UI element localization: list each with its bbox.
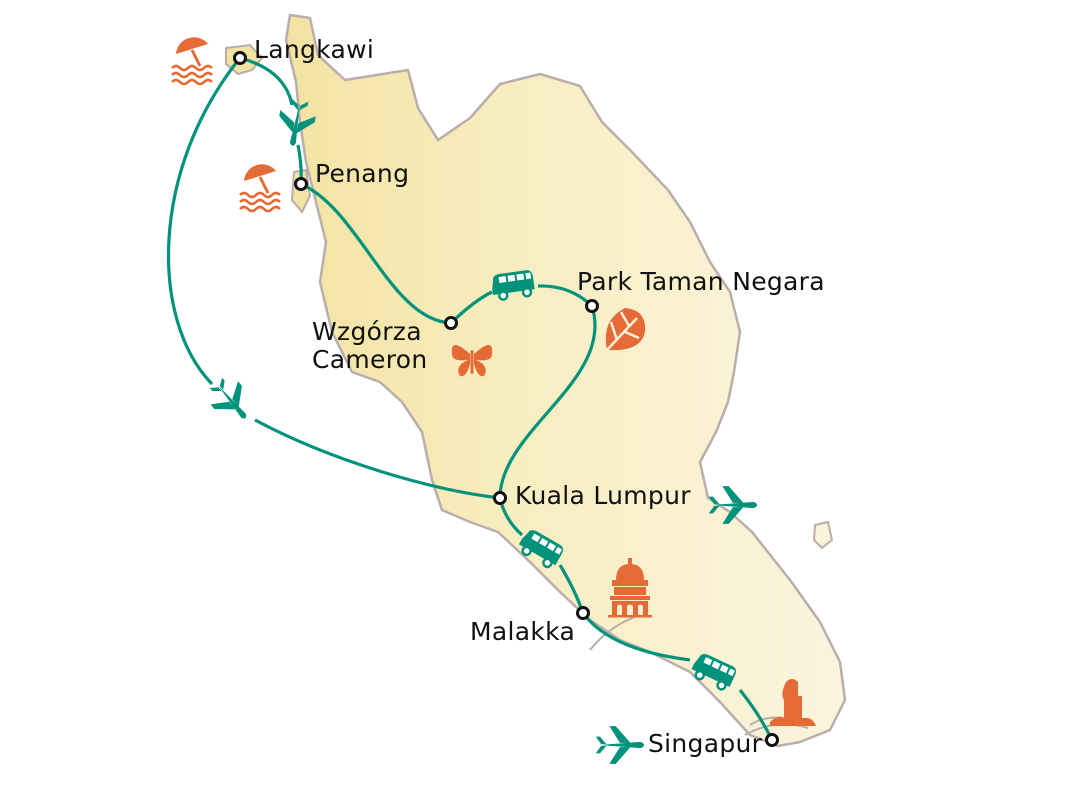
label-kuala-lumpur: Kuala Lumpur: [515, 481, 691, 510]
label-singapur: Singapur: [648, 729, 763, 758]
route-taman-negara-kuala-lumpur: [498, 305, 597, 499]
church-icon: [608, 558, 652, 618]
label-malakka: Malakka: [470, 617, 576, 646]
label-cameron-line2: Cameron: [312, 345, 428, 374]
monstera-leaf-icon: [605, 308, 646, 351]
marker-taman-negara[interactable]: [585, 299, 599, 313]
label-cameron-line1: Wzgórza: [312, 317, 422, 346]
label-cameron: Wzgórza Cameron: [312, 318, 427, 374]
marker-penang[interactable]: [294, 177, 308, 191]
beach-umbrella-icon: [238, 162, 282, 213]
label-langkawi: Langkawi: [254, 35, 375, 64]
marker-malakka[interactable]: [576, 606, 590, 620]
marker-langkawi[interactable]: [233, 51, 247, 65]
airplane-icon: [202, 371, 260, 430]
label-taman-negara: Park Taman Negara: [577, 267, 825, 296]
label-penang: Penang: [315, 159, 410, 188]
location-markers: [233, 51, 779, 747]
airplane-icon: [595, 726, 645, 764]
marker-cameron[interactable]: [444, 316, 458, 330]
route-penang-cameron: [300, 182, 452, 325]
marker-kuala-lumpur[interactable]: [493, 491, 507, 505]
route-langkawi-kuala-lumpur: [166, 56, 501, 500]
butterfly-icon: [451, 345, 493, 377]
merlion-icon: [770, 679, 816, 726]
marker-singapur[interactable]: [765, 733, 779, 747]
beach-umbrella-icon: [170, 35, 214, 86]
